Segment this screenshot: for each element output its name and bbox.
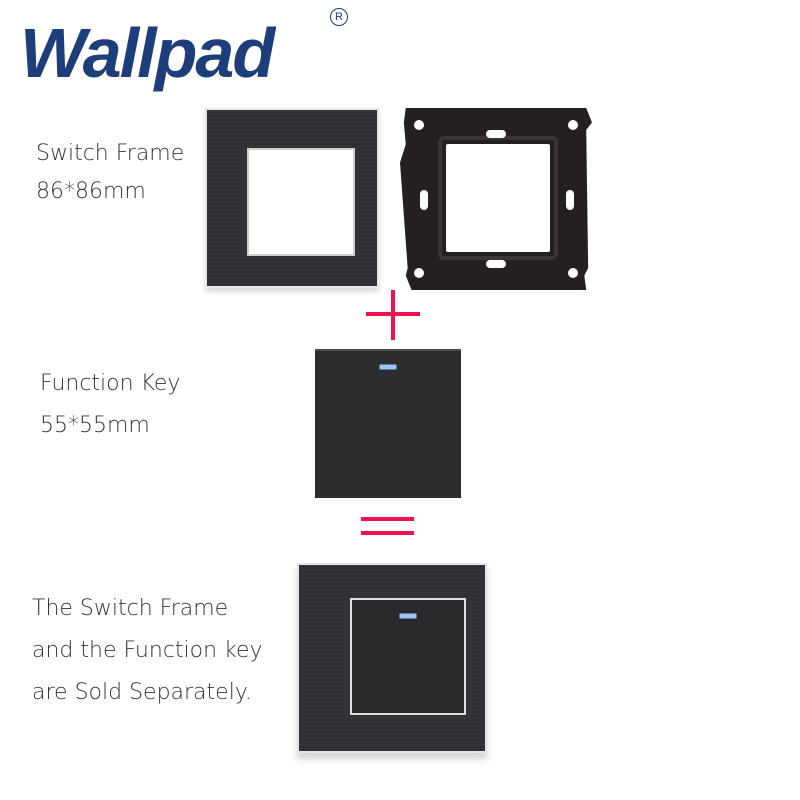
note-line-3: are Sold Separately. bbox=[32, 680, 252, 705]
function-key-size: 55*55mm bbox=[40, 413, 150, 438]
assembled-switch-image bbox=[297, 563, 487, 753]
bracket-rim bbox=[438, 136, 558, 260]
equals-icon bbox=[361, 517, 414, 521]
frame-opening bbox=[247, 148, 355, 256]
function-key-title: Function Key bbox=[40, 371, 181, 396]
brand-logo: Wallpad bbox=[20, 14, 275, 92]
screw-hole-icon bbox=[568, 120, 578, 130]
slot-icon bbox=[566, 190, 574, 210]
mounting-bracket-image bbox=[400, 108, 592, 290]
installed-key bbox=[350, 598, 466, 715]
note-line-1: The Switch Frame bbox=[32, 596, 229, 621]
function-key-image bbox=[315, 349, 461, 498]
switch-frame-size: 86*86mm bbox=[36, 179, 146, 204]
registered-trademark-icon: R bbox=[330, 8, 348, 26]
slot-icon bbox=[420, 190, 428, 210]
screw-hole-icon bbox=[568, 268, 578, 278]
slot-icon bbox=[486, 260, 506, 268]
led-indicator-icon bbox=[399, 613, 417, 619]
screw-hole-icon bbox=[414, 120, 424, 130]
switch-frame-title: Switch Frame bbox=[36, 141, 185, 166]
led-indicator-icon bbox=[379, 364, 397, 370]
plus-icon bbox=[391, 290, 395, 340]
bracket-opening bbox=[446, 144, 550, 252]
slot-icon bbox=[486, 130, 506, 138]
screw-hole-icon bbox=[414, 268, 424, 278]
note-line-2: and the Function key bbox=[32, 638, 263, 663]
frame-panel-image bbox=[205, 108, 379, 288]
equals-icon bbox=[361, 531, 414, 535]
